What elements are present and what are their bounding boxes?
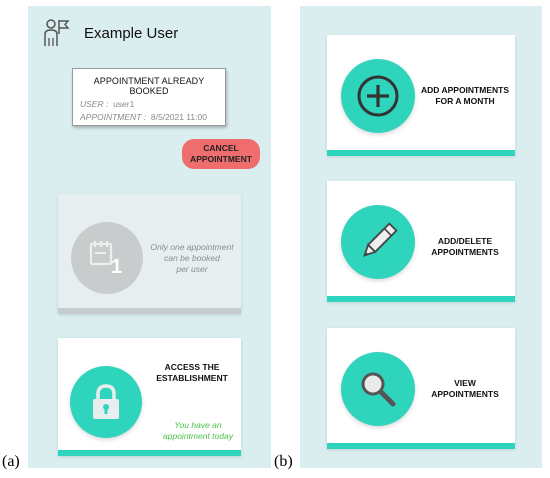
add-monthly-title: ADD APPOINTMENTS FOR A MONTH: [415, 85, 515, 107]
booking-note-line1: Only one appointment: [150, 242, 234, 252]
card-bottom-bar: [327, 150, 515, 156]
access-establishment-card[interactable]: ACCESS THE ESTABLISHMENT You have an app…: [58, 338, 241, 456]
booking-note-line3: per user: [176, 264, 208, 274]
edit-circle: [341, 205, 415, 279]
view-line2: APPOINTMENTS: [431, 389, 499, 399]
magnifier-icon: [361, 372, 396, 407]
card-bottom-bar: [327, 296, 515, 302]
add-delete-line2: APPOINTMENTS: [431, 247, 499, 257]
pencil-icon: [363, 222, 398, 257]
user-header: Example User: [42, 16, 178, 50]
cancel-button-line1: CANCEL: [203, 143, 239, 153]
booking-circle: 1: [71, 222, 143, 294]
appointment-today-note: You have an appointment today: [153, 420, 243, 442]
add-monthly-line1: ADD APPOINTMENTS: [421, 85, 509, 95]
cancel-button-line2: APPOINTMENT: [190, 154, 252, 164]
booked-user-value: user1: [113, 99, 135, 109]
lock-icon: [93, 384, 119, 419]
card-bottom-bar: [58, 450, 241, 456]
access-card-title: ACCESS THE ESTABLISHMENT: [146, 362, 238, 384]
add-monthly-line2: FOR A MONTH: [435, 96, 495, 106]
booking-limit-note: Only one appointment can be booked per u…: [148, 242, 236, 275]
booked-user-row: USER : user1: [80, 99, 225, 109]
view-line1: VIEW: [454, 378, 476, 388]
user-screen: Example User APPOINTMENT ALREADY BOOKED …: [28, 6, 271, 468]
booking-limit-number: 1: [111, 256, 123, 278]
access-title-line1: ACCESS THE: [164, 362, 220, 372]
booking-note-line2: can be booked: [164, 253, 220, 263]
add-monthly-appointments-card[interactable]: ADD APPOINTMENTS FOR A MONTH: [327, 35, 515, 156]
calendar-one-icon: [89, 241, 113, 266]
add-circle: [341, 59, 415, 133]
figure-label-a: (a): [2, 453, 20, 470]
today-note-line2: appointment today: [163, 431, 233, 441]
booked-appointment-label: APPOINTMENT :: [80, 112, 147, 122]
book-appointment-card-disabled: 1 Only one appointment can be booked per…: [58, 194, 241, 314]
view-appointments-card[interactable]: VIEW APPOINTMENTS: [327, 328, 515, 449]
add-delete-appointments-card[interactable]: ADD/DELETE APPOINTMENTS: [327, 181, 515, 302]
access-circle: [70, 366, 142, 438]
card-bottom-bar: [327, 443, 515, 449]
add-delete-title: ADD/DELETE APPOINTMENTS: [425, 236, 505, 258]
user-flag-icon: [44, 19, 70, 46]
user-name: Example User: [84, 24, 179, 42]
booked-title: APPOINTMENT ALREADY BOOKED: [93, 76, 205, 96]
figure-label-b: (b): [274, 453, 293, 470]
booked-user-label: USER :: [80, 99, 109, 109]
today-note-line1: You have an: [174, 420, 222, 430]
view-title: VIEW APPOINTMENTS: [425, 378, 505, 400]
plus-circle-icon: [357, 75, 399, 117]
card-bottom-bar: [58, 308, 241, 314]
admin-screen: ADD APPOINTMENTS FOR A MONTH ADD/DELETE …: [300, 6, 542, 468]
access-title-line2: ESTABLISHMENT: [156, 373, 228, 383]
add-delete-line1: ADD/DELETE: [437, 236, 493, 246]
booked-appointment-row: APPOINTMENT : 8/5/2021 11:00: [80, 112, 225, 122]
view-circle: [341, 352, 415, 426]
booked-appointment-value: 8/5/2021 11:00: [150, 112, 207, 122]
booked-appointment-card: APPOINTMENT ALREADY BOOKED USER : user1 …: [72, 68, 226, 126]
cancel-appointment-button[interactable]: CANCEL APPOINTMENT: [182, 139, 260, 169]
